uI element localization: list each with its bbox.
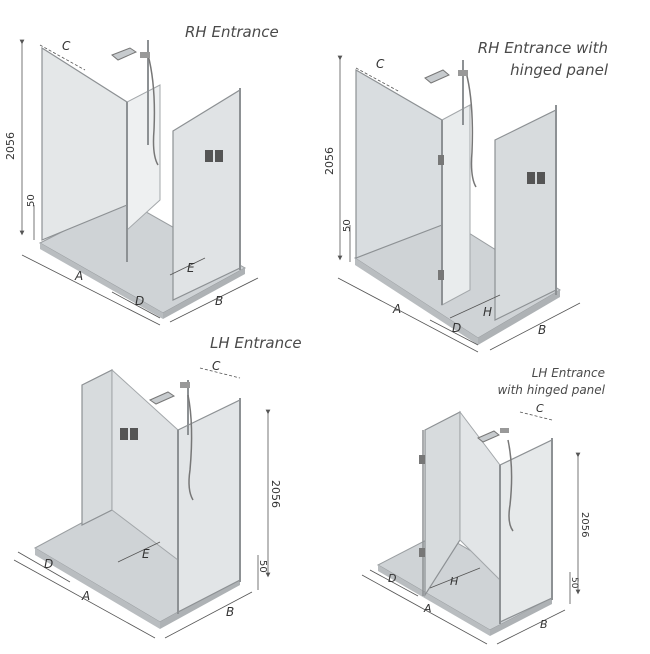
lh-height-label: 2056 [269, 480, 282, 508]
shower-head-icon [140, 52, 159, 166]
lhh-d-label: D [388, 572, 396, 585]
rh-b-label: B [215, 294, 223, 308]
lh-c-label: C [212, 359, 221, 373]
rh-d-label: D [135, 294, 144, 308]
rhh-b-label: B [538, 323, 546, 337]
lhh-c-label: C [536, 402, 544, 415]
lhh-a-label: A [423, 602, 432, 615]
rhh-h-label: H [483, 305, 492, 319]
shelf-icon [477, 430, 500, 443]
shower-head-icon [180, 382, 194, 501]
lh-hinged-diagram: 2056 50 C A B D H [361, 402, 590, 645]
lh-hinged-title-line2: with hinged panel [497, 383, 605, 397]
lh-entrance-diagram: 2056 50 C A B D E [13, 359, 282, 639]
rh-entrance-diagram: 2056 50 C A B D E [4, 39, 259, 326]
lhh-h-label: H [450, 575, 458, 588]
shelf-icon [148, 391, 176, 405]
lh-entrance-title: LH Entrance [210, 334, 302, 352]
shower-head-icon [500, 428, 514, 532]
lh-b-label: B [226, 605, 234, 619]
lh-a-label: A [81, 589, 90, 603]
rhh-a-label: A [392, 302, 401, 316]
rh-tray-label: 50 [26, 194, 37, 207]
lh-d-label: D [44, 557, 53, 571]
rhh-c-label: C [376, 57, 385, 71]
shelf-icon [424, 69, 450, 84]
rhh-height-label: 2056 [323, 147, 336, 175]
rh-hinged-diagram: 2056 50 C A B D H [323, 55, 581, 353]
lhh-b-label: B [540, 618, 548, 631]
lhh-height-label: 2056 [579, 512, 590, 537]
rh-hinged-title-line2: hinged panel [510, 61, 608, 79]
rh-e-label: E [187, 261, 195, 275]
rh-height-label: 2056 [4, 132, 17, 160]
rhh-d-label: D [452, 321, 461, 335]
logo-mark-icon [527, 172, 545, 184]
lh-hinged-title-line1: LH Entrance [531, 366, 605, 380]
shelf-icon [111, 47, 138, 61]
lhh-tray-label: 50 [569, 577, 579, 589]
lh-e-label: E [142, 547, 150, 561]
logo-mark-icon [205, 150, 223, 162]
rh-a-label: A [74, 269, 83, 283]
shower-head-icon [458, 70, 477, 188]
logo-mark-icon [120, 428, 138, 440]
rh-c-label: C [62, 39, 71, 53]
rh-hinged-title-line1: RH Entrance with [477, 39, 608, 57]
lh-tray-label: 50 [257, 560, 268, 573]
rhh-tray-label: 50 [342, 219, 353, 232]
rh-entrance-title: RH Entrance [185, 23, 279, 41]
